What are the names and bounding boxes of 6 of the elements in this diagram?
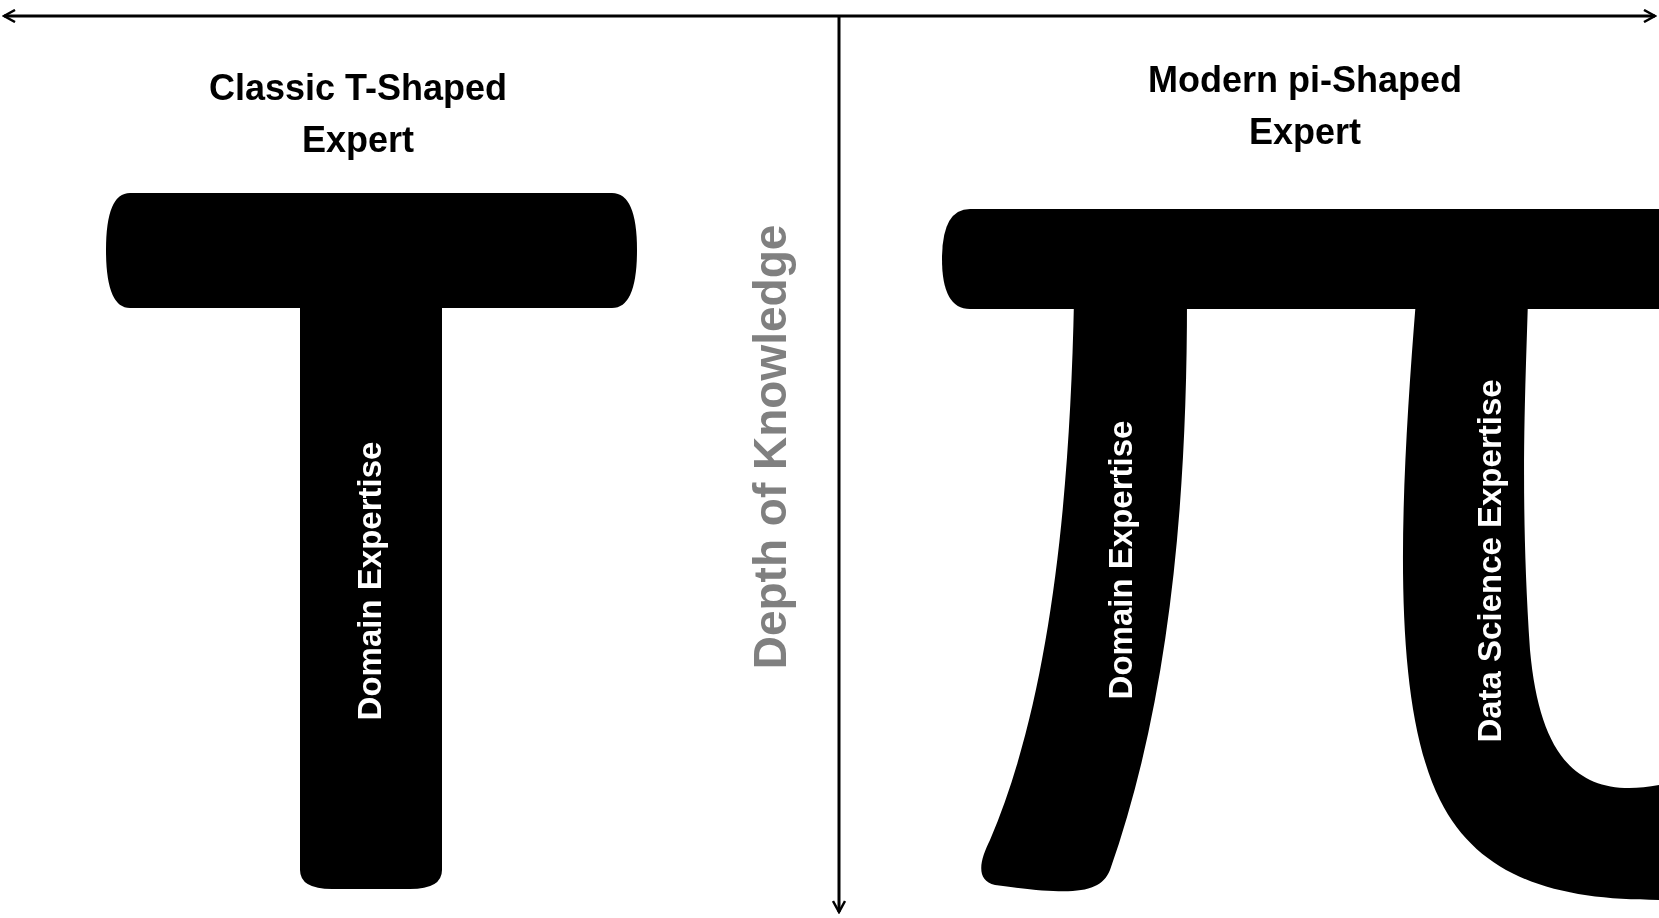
heading: Classic T-Shaped Expert bbox=[208, 66, 508, 163]
axis-label: Depth of Knowledge bbox=[743, 224, 797, 670]
stem-label: Data Science Expertise bbox=[1471, 379, 1509, 743]
stem-label: Domain Expertise bbox=[351, 441, 389, 721]
stem-label: Domain Expertise bbox=[1102, 420, 1140, 700]
heading: Modern pi-Shaped Expert bbox=[1147, 58, 1463, 155]
